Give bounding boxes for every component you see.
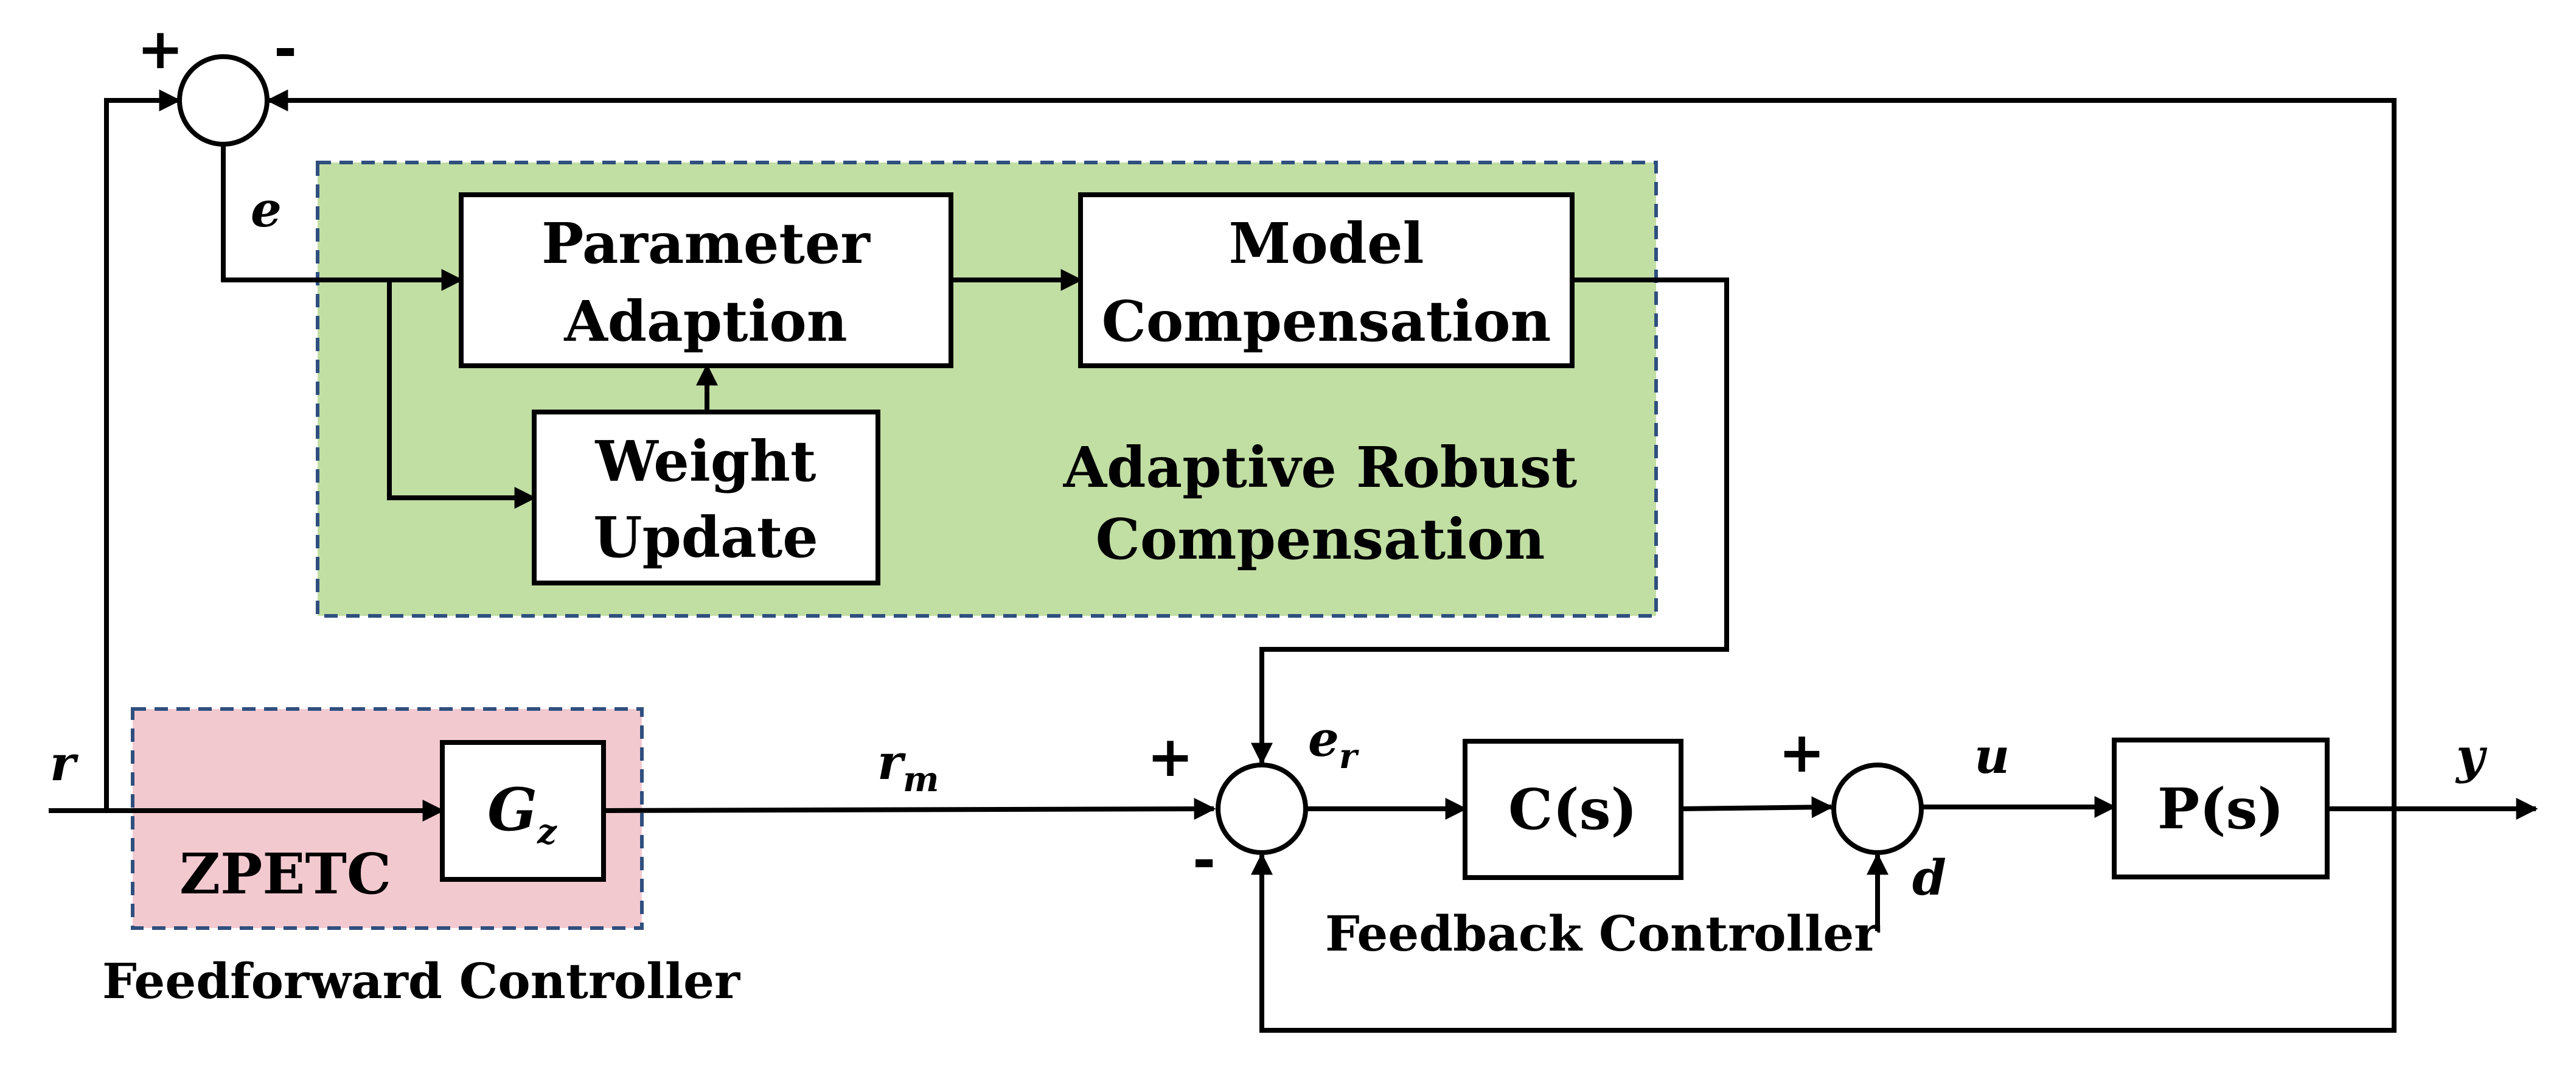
signal-e-label: e [251,181,282,238]
wire-y-feedback-bottom [1251,809,2397,1033]
parameter-adaption-line1: Parameter [541,211,871,276]
parameter-adaption-block: Parameter Adaption [459,192,953,368]
feedforward-controller-caption: Feedforward Controller [102,952,740,1010]
signal-y-label: y [2455,727,2488,784]
adaptive-robust-label-line1: Adaptive Robust [1063,435,1578,500]
wire-e-to-parameter-adaption [221,145,464,291]
controller-c-label: C(s) [1508,777,1637,842]
middle-sum-plus-sign: + [1147,724,1194,789]
adaptive-robust-label-line2: Compensation [1096,506,1545,572]
signal-u-label: u [1974,727,2010,784]
disturbance-sum-plus-sign: + [1778,720,1825,785]
parameter-adaption-line2: Adaption [563,288,847,354]
middle-summing-junction [1216,763,1308,855]
model-compensation-line1: Model [1228,211,1424,276]
top-sum-minus-sign: - [274,16,297,82]
top-sum-plus-sign: + [137,16,184,82]
model-compensation-block: Model Compensation [1078,192,1575,368]
wire-model-to-sum [1251,278,1729,765]
plant-p-label: P(s) [2157,776,2284,842]
disturbance-summing-junction [1831,763,1924,855]
weight-update-line1: Weight [594,428,816,494]
feedback-controller-caption: Feedback Controller [1325,905,1880,962]
signal-rm-label: rm [877,733,939,800]
gz-block: Gz [440,740,606,882]
signal-r-label: r [50,735,78,792]
signal-d-label: d [1912,849,1946,906]
wire-r-to-top-sum [104,89,181,811]
weight-update-block: Weight Update [532,410,880,585]
wire-gz-to-sum [603,798,1216,820]
top-summing-junction [177,54,270,147]
signal-er-label: er [1308,710,1359,777]
gz-label: Gz [487,775,557,852]
weight-update-line2: Update [593,505,818,570]
wire-e-to-weight-update [387,280,537,509]
wire-controller-to-dist-sum [1680,796,1834,819]
model-compensation-line2: Compensation [1102,288,1551,354]
controller-c-block: C(s) [1463,739,1683,880]
middle-sum-minus-sign: - [1192,828,1216,893]
zpetc-label: ZPETC [179,841,391,907]
wire-y-feedback-top [266,89,2397,811]
plant-p-block: P(s) [2112,738,2330,879]
